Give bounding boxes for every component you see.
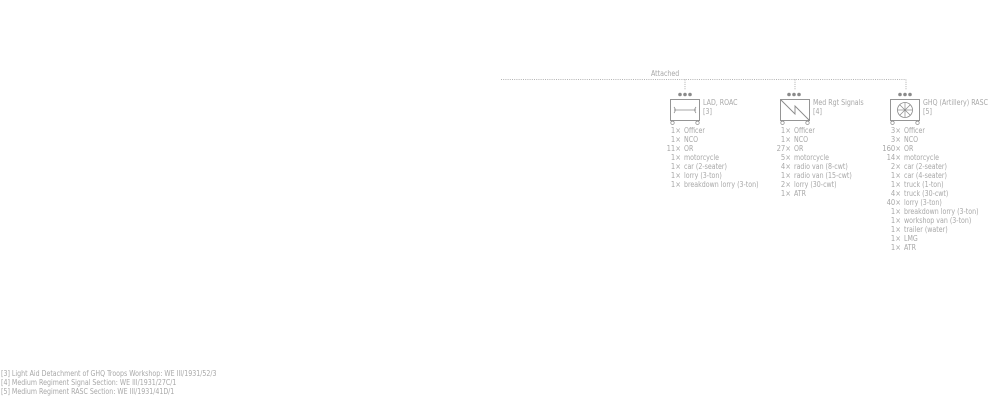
equipment-item: OR bbox=[794, 144, 804, 153]
equipment-qty: 1× bbox=[890, 225, 901, 234]
equipment-qty: 1× bbox=[670, 153, 681, 162]
equipment-qty: 2× bbox=[890, 162, 901, 171]
equipment-item: NCO bbox=[794, 135, 809, 144]
equipment-qty: 1× bbox=[780, 189, 791, 198]
equipment-item: truck (30-cwt) bbox=[904, 189, 949, 198]
equipment-item: workshop van (3-ton) bbox=[904, 216, 972, 225]
equipment-item: radio van (15-cwt) bbox=[794, 171, 852, 180]
equipment-item: truck (1-ton) bbox=[904, 180, 944, 189]
equipment-item: car (2-seater) bbox=[904, 162, 947, 171]
wrench-icon bbox=[673, 106, 697, 114]
attached-label: Attached bbox=[651, 69, 680, 78]
equipment-item: OR bbox=[684, 144, 694, 153]
unit-ref-ghq-artillery-rasc: [5] bbox=[923, 107, 932, 116]
equipment-item: ATR bbox=[904, 243, 916, 252]
equipment-qty: 160× bbox=[882, 144, 901, 153]
equipment-qty: 1× bbox=[780, 126, 791, 135]
equipment-qty: 1× bbox=[670, 171, 681, 180]
unit-name-lad-roac: LAD, ROAC bbox=[703, 98, 738, 107]
ghq-artillery-rasc-symbol bbox=[890, 92, 920, 125]
equipment-qty: 1× bbox=[780, 135, 791, 144]
equipment-item: lorry (3-ton) bbox=[904, 198, 942, 207]
equipment-qty: 4× bbox=[780, 162, 791, 171]
supply-wheel-icon bbox=[897, 102, 913, 118]
equipment-qty: 40× bbox=[886, 198, 901, 207]
equipment-item: trailer (water) bbox=[904, 225, 948, 234]
equipment-qty: 1× bbox=[670, 126, 681, 135]
equipment-item: lorry (3-ton) bbox=[684, 171, 722, 180]
equipment-qty: 1× bbox=[780, 171, 791, 180]
equipment-item: motorcycle bbox=[794, 153, 829, 162]
equipment-qty: 1× bbox=[890, 180, 901, 189]
equipment-item: Officer bbox=[684, 126, 705, 135]
equipment-item: motorcycle bbox=[904, 153, 939, 162]
equipment-item: Officer bbox=[904, 126, 925, 135]
equipment-item: NCO bbox=[684, 135, 699, 144]
equipment-qty: 5× bbox=[780, 153, 791, 162]
unit-name-ghq-artillery-rasc: GHQ (Artillery) RASC bbox=[923, 98, 988, 107]
equipment-item: car (4-seater) bbox=[904, 171, 947, 180]
equipment-item: breakdown lorry (3-ton) bbox=[684, 180, 759, 189]
equipment-qty: 2× bbox=[780, 180, 791, 189]
equipment-item: car (2-seater) bbox=[684, 162, 727, 171]
equipment-item: radio van (8-cwt) bbox=[794, 162, 848, 171]
equipment-qty: 1× bbox=[890, 234, 901, 243]
equipment-qty: 1× bbox=[890, 171, 901, 180]
equipment-qty: 4× bbox=[890, 189, 901, 198]
equipment-item: OR bbox=[904, 144, 914, 153]
unit-ref-med-rgt-signals: [4] bbox=[813, 107, 822, 116]
equipment-item: motorcycle bbox=[684, 153, 719, 162]
footnote-5: [5] Medium Regiment RASC Section: WE III… bbox=[1, 387, 175, 396]
signals-lightning-icon bbox=[780, 99, 810, 121]
equipment-qty: 1× bbox=[670, 180, 681, 189]
equipment-qty: 3× bbox=[890, 126, 901, 135]
equipment-qty: 14× bbox=[886, 153, 901, 162]
footnote-4: [4] Medium Regiment Signal Section: WE I… bbox=[1, 378, 177, 387]
equipment-qty: 1× bbox=[890, 207, 901, 216]
equipment-qty: 1× bbox=[890, 216, 901, 225]
equipment-qty: 3× bbox=[890, 135, 901, 144]
footnotes: [3] Light Aid Detachment of GHQ Troops W… bbox=[1, 369, 235, 396]
med-rgt-signals-symbol bbox=[780, 92, 810, 125]
equipment-item: breakdown lorry (3-ton) bbox=[904, 207, 979, 216]
equipment-qty: 27× bbox=[776, 144, 791, 153]
unit-name-med-rgt-signals: Med Rgt Signals bbox=[813, 98, 864, 107]
equipment-qty: 1× bbox=[670, 135, 681, 144]
equipment-item: LMG bbox=[904, 234, 918, 243]
equipment-qty: 1× bbox=[670, 162, 681, 171]
footnote-3: [3] Light Aid Detachment of GHQ Troops W… bbox=[1, 369, 217, 378]
equipment-qty: 11× bbox=[666, 144, 681, 153]
equipment-qty: 1× bbox=[890, 243, 901, 252]
equipment-item: NCO bbox=[904, 135, 919, 144]
equipment-item: Officer bbox=[794, 126, 815, 135]
unit-ref-lad-roac: [3] bbox=[703, 107, 712, 116]
lad-roac-symbol bbox=[670, 92, 700, 125]
equipment-item: ATR bbox=[794, 189, 806, 198]
equipment-item: lorry (30-cwt) bbox=[794, 180, 837, 189]
